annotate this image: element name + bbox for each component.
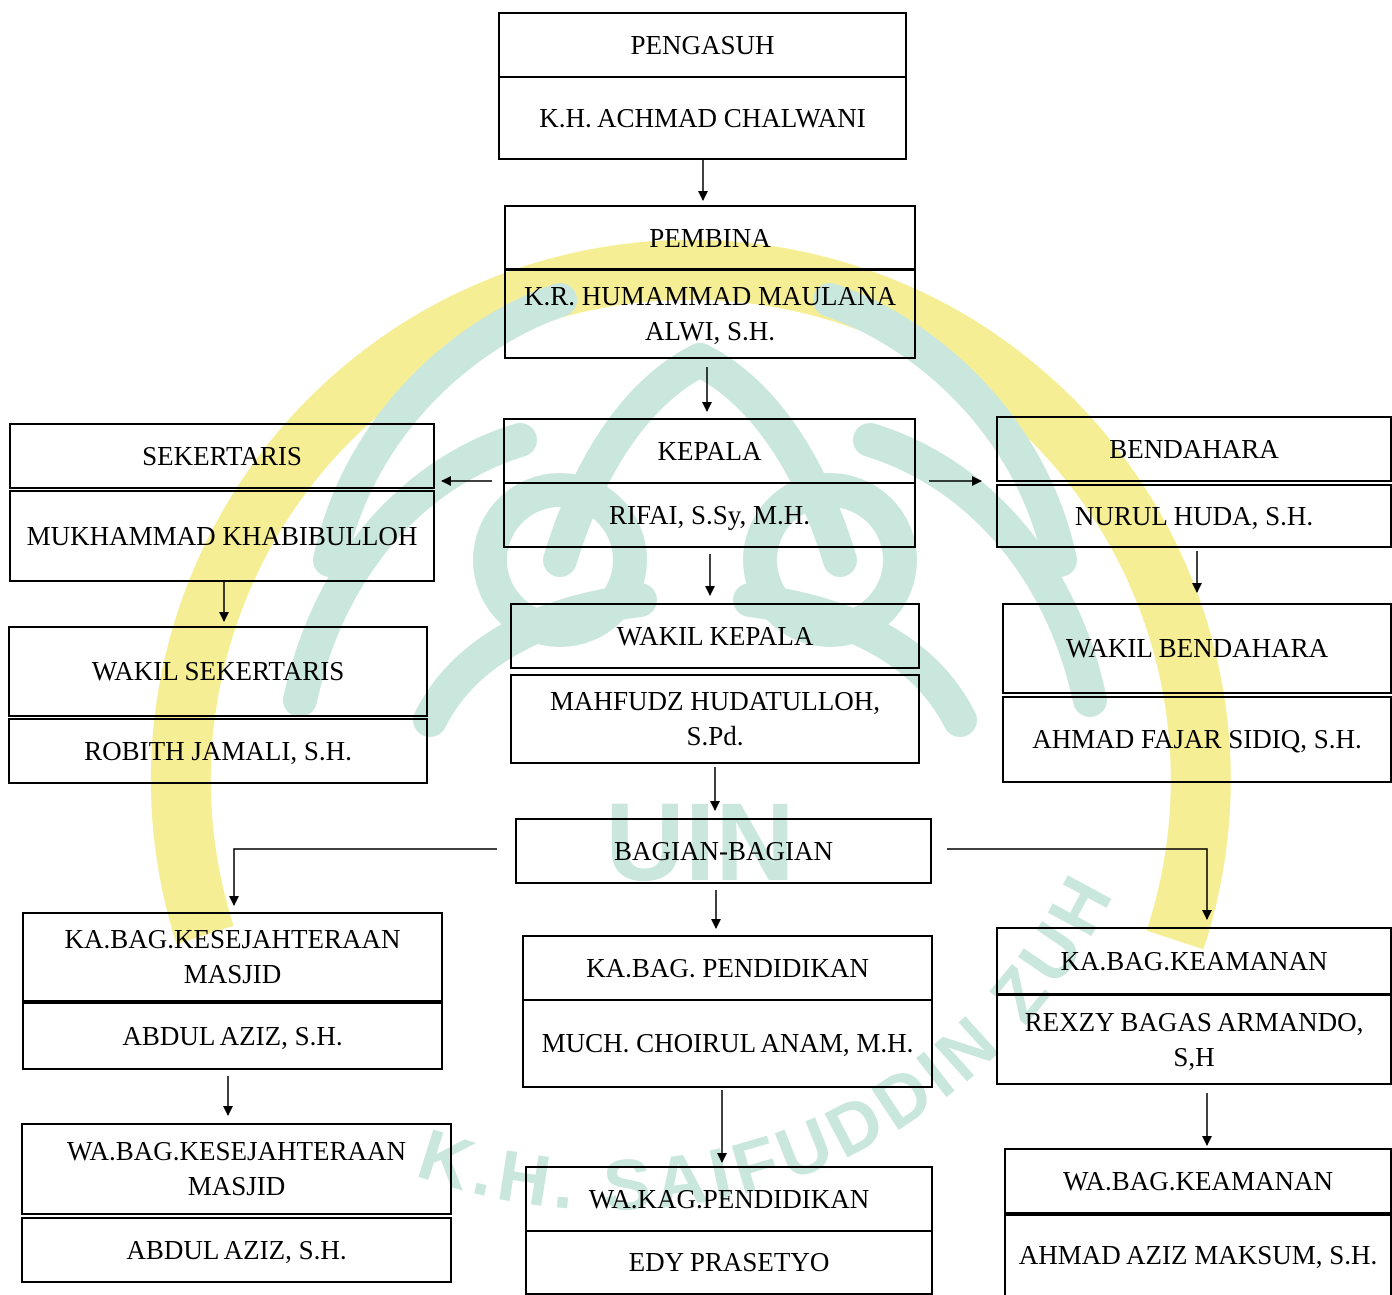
wa-keamanan-title: WA.BAG.KEAMANAN (1004, 1148, 1392, 1214)
bendahara-name: NURUL HUDA, S.H. (996, 484, 1392, 548)
pembina-name: K.R. HUMAMMAD MAULANA ALWI, S.H. (504, 268, 916, 359)
ka-kesejahteraan-name: ABDUL AZIZ, S.H. (22, 1002, 443, 1070)
kepala-title: KEPALA (503, 418, 916, 484)
wakil-bendahara-name: AHMAD FAJAR SIDIQ, S.H. (1002, 696, 1392, 783)
bendahara-title: BENDAHARA (996, 416, 1392, 482)
wa-keamanan-name: AHMAD AZIZ MAKSUM, S.H. (1004, 1214, 1392, 1295)
arrow-bagian-keamanan (947, 848, 1212, 920)
wa-kesejahteraan-name: ABDUL AZIZ, S.H. (21, 1217, 452, 1283)
pengasuh-name: K.H. ACHMAD CHALWANI (498, 76, 907, 160)
arrow-bagian-kesejahteraan (229, 848, 497, 906)
ka-pendidikan-title: KA.BAG. PENDIDIKAN (522, 935, 933, 1001)
wakil-sekertaris-title: WAKIL SEKERTARIS (8, 626, 428, 717)
ka-kesejahteraan-title: KA.BAG.KESEJAHTERAAN MASJID (22, 912, 443, 1002)
pembina-title: PEMBINA (504, 205, 916, 271)
sekertaris-name: MUKHAMMAD KHABIBULLOH (9, 490, 435, 582)
sekertaris-title: SEKERTARIS (9, 423, 435, 489)
wa-kesejahteraan-title: WA.BAG.KESEJAHTERAAN MASJID (21, 1123, 452, 1215)
wakil-bendahara-title: WAKIL BENDAHARA (1002, 603, 1392, 694)
ka-keamanan-name: REXZY BAGAS ARMANDO, S,H (996, 994, 1392, 1085)
wa-pendidikan-name: EDY PRASETYO (525, 1230, 933, 1295)
ka-keamanan-title: KA.BAG.KEAMANAN (996, 927, 1392, 995)
kepala-name: RIFAI, S.Sy, M.H. (503, 482, 916, 548)
wakil-kepala-name: MAHFUDZ HUDATULLOH, S.Pd. (510, 674, 920, 764)
wakil-sekertaris-name: ROBITH JAMALI, S.H. (8, 718, 428, 784)
wakil-kepala-title: WAKIL KEPALA (510, 603, 920, 669)
bagian-title: BAGIAN-BAGIAN (515, 818, 932, 884)
ka-pendidikan-name: MUCH. CHOIRUL ANAM, M.H. (522, 999, 933, 1088)
pengasuh-title: PENGASUH (498, 12, 907, 78)
wa-pendidikan-title: WA.KAG.PENDIDIKAN (525, 1166, 933, 1232)
